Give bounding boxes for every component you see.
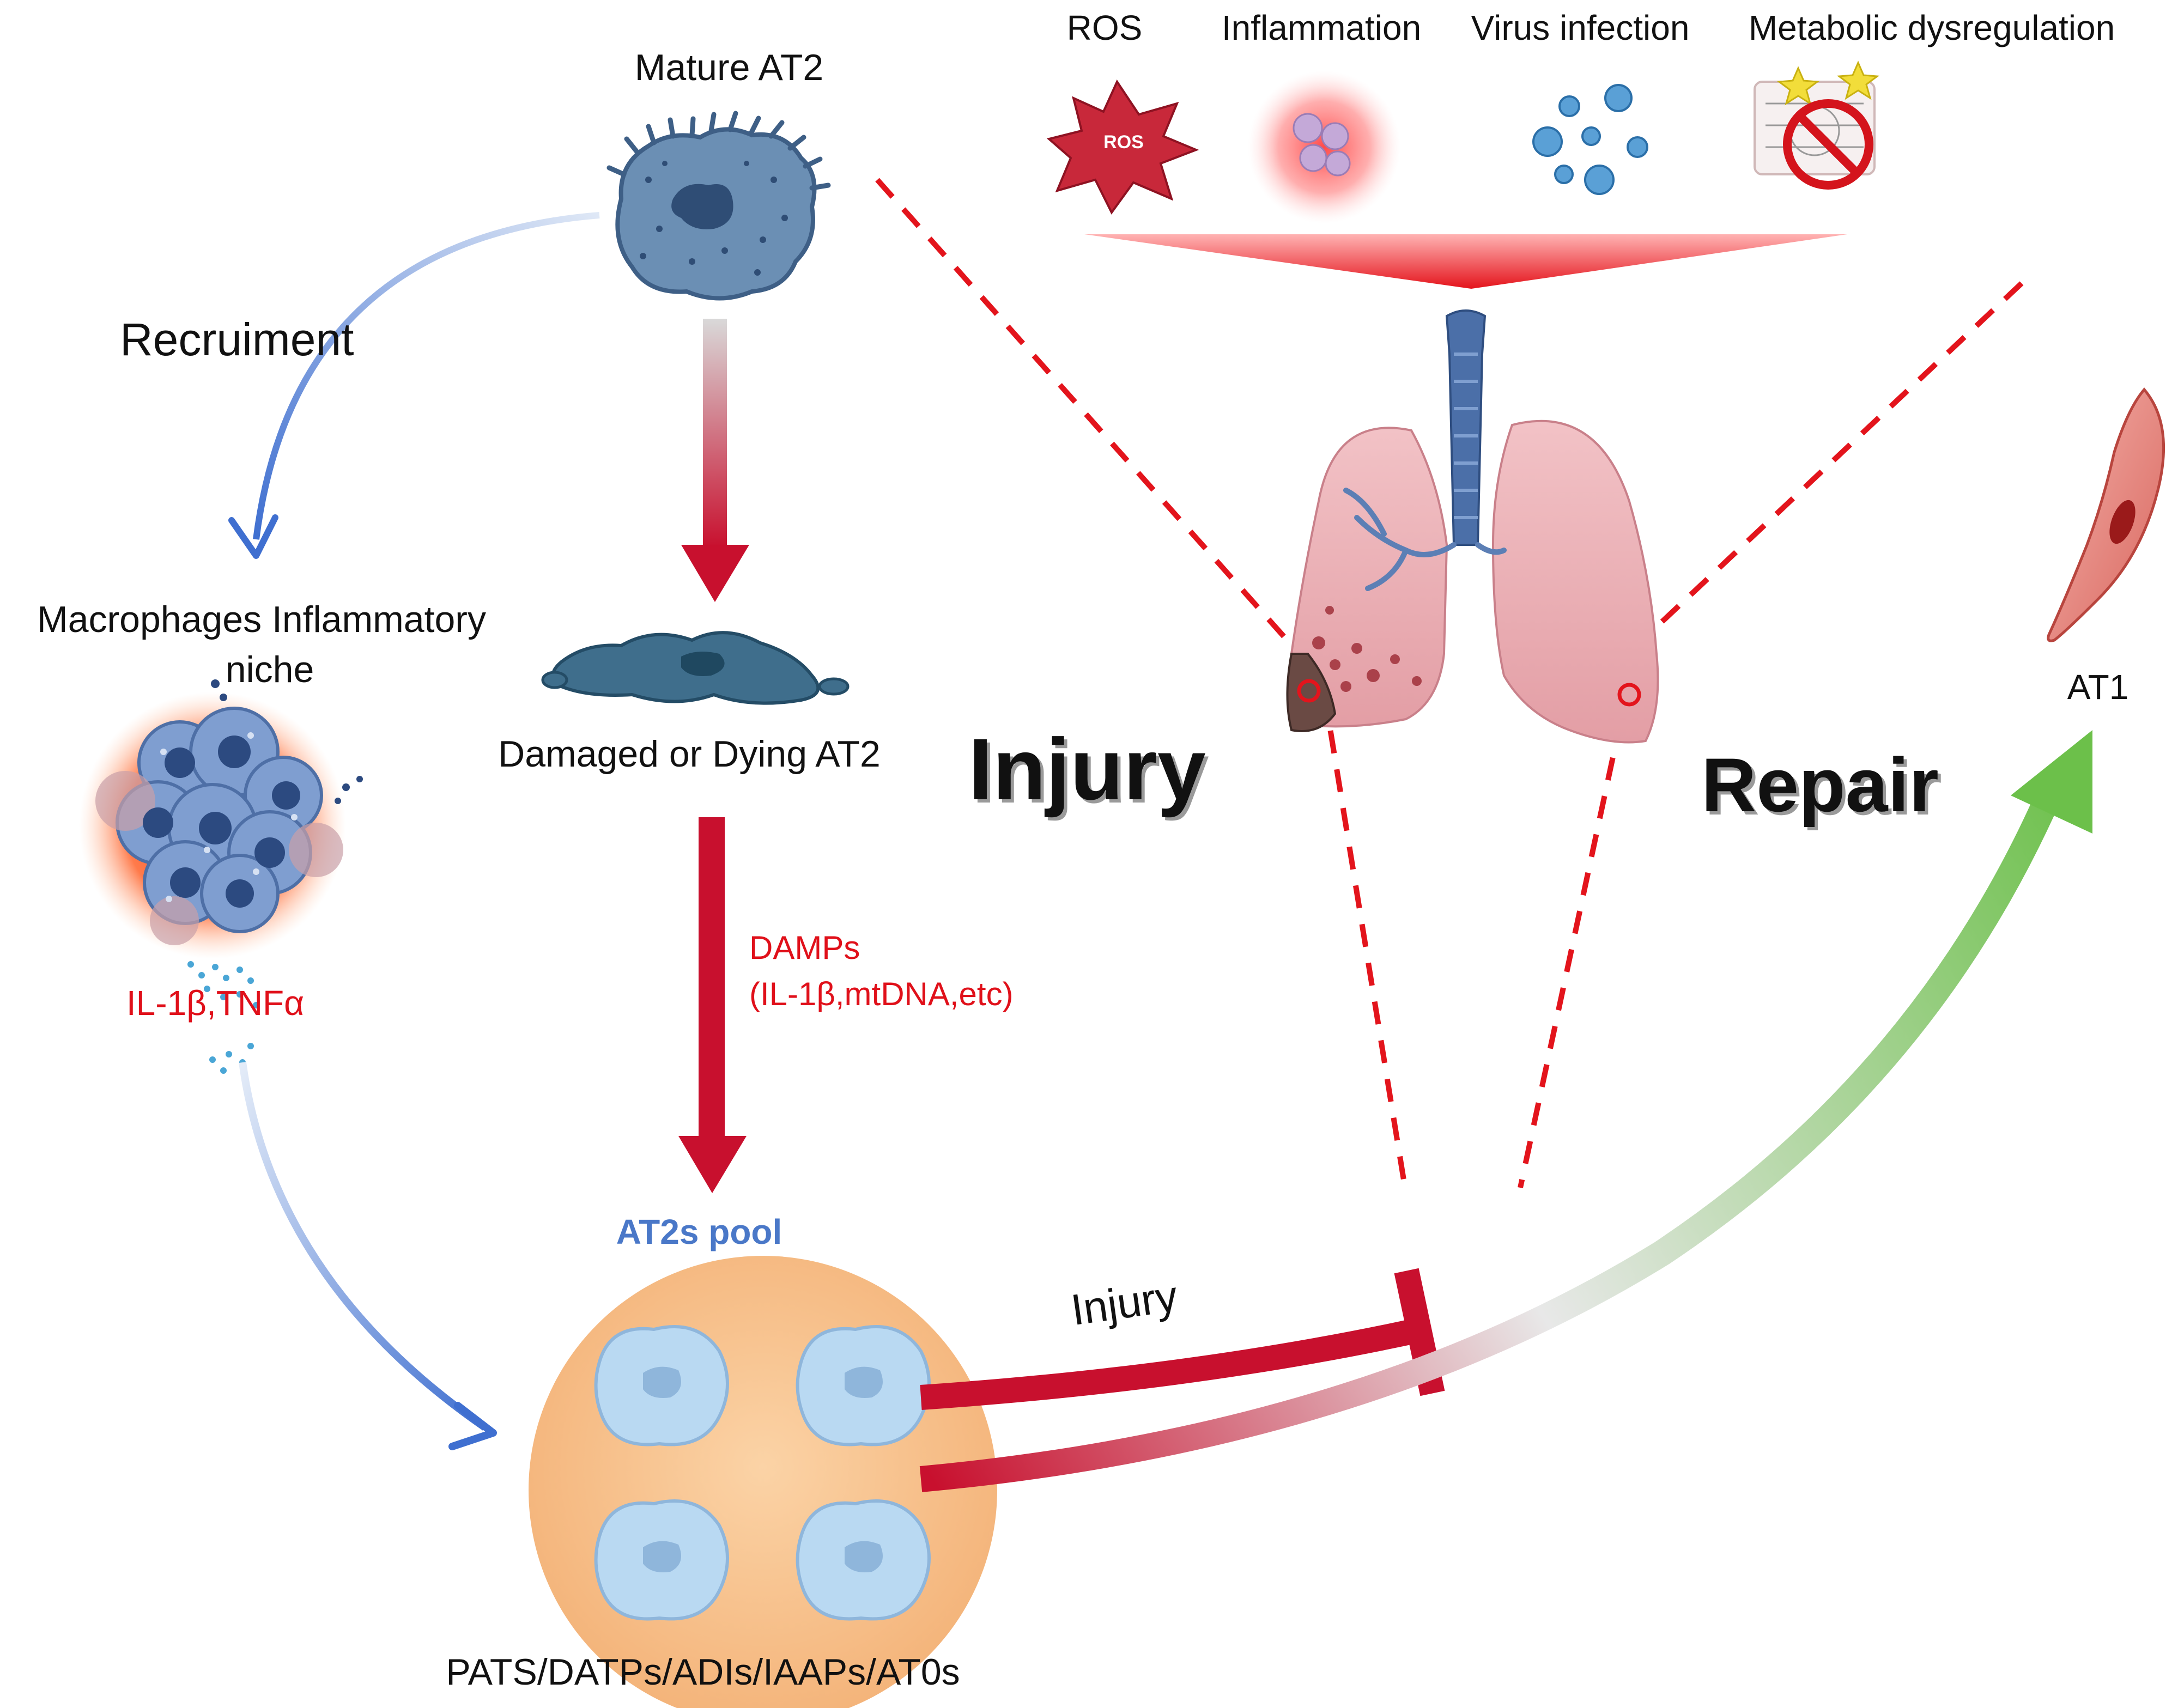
lungs-illustration: [1286, 309, 1659, 744]
macrophages-label-line1: Macrophages Inflammatory: [37, 599, 486, 640]
cytokines-label: IL-1β,TNFα: [126, 983, 305, 1023]
mature-at2-label: Mature AT2: [634, 47, 824, 88]
ros-burst-icon: [1046, 79, 1199, 215]
ros-badge-text: ROS: [1103, 132, 1144, 153]
recruitment-arrow: [228, 212, 600, 559]
at2s-pool-label: AT2s pool: [616, 1212, 782, 1251]
macrophage-cluster: [79, 679, 363, 1074]
damps-label-line1: DAMPs: [749, 929, 860, 966]
inflammation-glow: [1248, 71, 1400, 223]
injury-title: Injury: [968, 720, 1206, 818]
stressor-virus-label: Virus infection: [1471, 8, 1690, 47]
at1-label: AT1: [2067, 667, 2129, 707]
damps-label-line2: (IL-1β,mtDNA,etc): [749, 976, 1014, 1012]
macrophages-label-line2: niche: [225, 649, 314, 690]
damaged-at2-label: Damaged or Dying AT2: [498, 733, 881, 775]
stressor-metabolic-label: Metabolic dysregulation: [1748, 8, 2115, 47]
metabolic-pathway-icon: [1754, 60, 1880, 190]
stressor-funnel: [1084, 234, 1847, 289]
at2s-pool-circle: [529, 1256, 997, 1708]
repair-arrow: [919, 730, 2092, 1492]
virus-icons: [1532, 84, 1648, 195]
inflammation-cells: [1293, 113, 1351, 177]
stressor-ros-label: ROS: [1066, 8, 1143, 47]
damaged-at2-cell: [541, 631, 850, 705]
stressor-inflammation-label: Inflammation: [1221, 8, 1422, 47]
arrow-mature-to-damaged: [681, 319, 749, 602]
repair-title: Repair: [1701, 742, 1939, 828]
pool-subtypes-label: PATS/DATPs/ADIs/IAAPs/AT0s: [446, 1651, 960, 1693]
arrow-macrophage-to-pool: [239, 1062, 497, 1450]
at1-cell: [2047, 387, 2165, 642]
mature-at2-cell: [606, 111, 831, 301]
arrow-damaged-to-pool: [678, 817, 747, 1193]
recruitment-label: Recruiment: [120, 314, 354, 365]
dashed-injury-lines: [875, 178, 2024, 1194]
